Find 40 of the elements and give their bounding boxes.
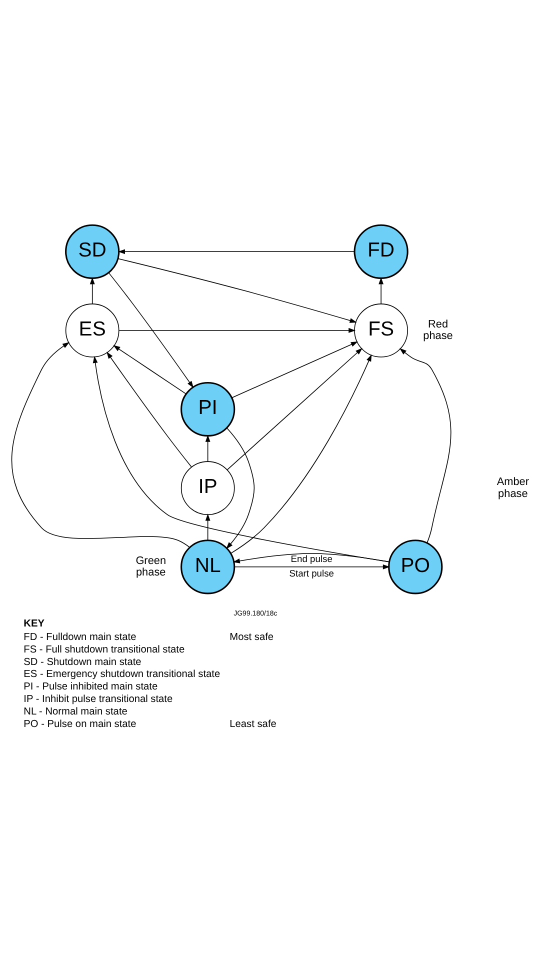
label: Most safe bbox=[230, 632, 274, 643]
arrow bbox=[90, 277, 95, 304]
arrow bbox=[232, 342, 358, 398]
arrow bbox=[232, 552, 390, 564]
label: IP - Inhibit pulse transitional state bbox=[24, 694, 173, 706]
node-circle: SD bbox=[65, 224, 120, 279]
label: KEY bbox=[24, 618, 45, 630]
edge-label: End pulse bbox=[290, 554, 332, 564]
arrow bbox=[230, 354, 372, 554]
arrow bbox=[226, 428, 255, 550]
arrow bbox=[12, 342, 190, 548]
arrow bbox=[378, 277, 384, 304]
label: ES - Emergency shutdown transitional state bbox=[24, 669, 220, 680]
label: SD - Shutdown main state bbox=[24, 656, 142, 668]
arrow bbox=[205, 514, 210, 541]
node-circle: PO bbox=[388, 540, 443, 594]
label: Red phase bbox=[423, 318, 453, 342]
node-circle: NL bbox=[180, 540, 236, 594]
label: NL - Normal main state bbox=[24, 706, 128, 718]
arrow bbox=[108, 272, 194, 388]
label: PO - Pulse on main state bbox=[24, 719, 136, 730]
label: Amber phase bbox=[496, 476, 529, 500]
label: Least safe bbox=[230, 719, 276, 730]
label: FD - Fulldown main state bbox=[24, 632, 136, 643]
arrow bbox=[205, 434, 210, 462]
arrow bbox=[226, 348, 362, 470]
arrow bbox=[118, 249, 355, 254]
arrow bbox=[400, 348, 452, 544]
label: Green phase bbox=[136, 554, 166, 579]
edge-label: Start pulse bbox=[289, 568, 334, 579]
arrow bbox=[106, 352, 192, 468]
label: FS - Full shutdown transitional state bbox=[24, 644, 185, 656]
node-circle: IP bbox=[180, 461, 235, 515]
arrow bbox=[234, 564, 390, 570]
arrow bbox=[92, 356, 390, 562]
arrow bbox=[118, 258, 357, 323]
arrow bbox=[118, 328, 356, 333]
label: PI - Pulse inhibited main state bbox=[24, 682, 158, 693]
arrow bbox=[113, 345, 186, 394]
node-circle: FD bbox=[354, 224, 408, 279]
